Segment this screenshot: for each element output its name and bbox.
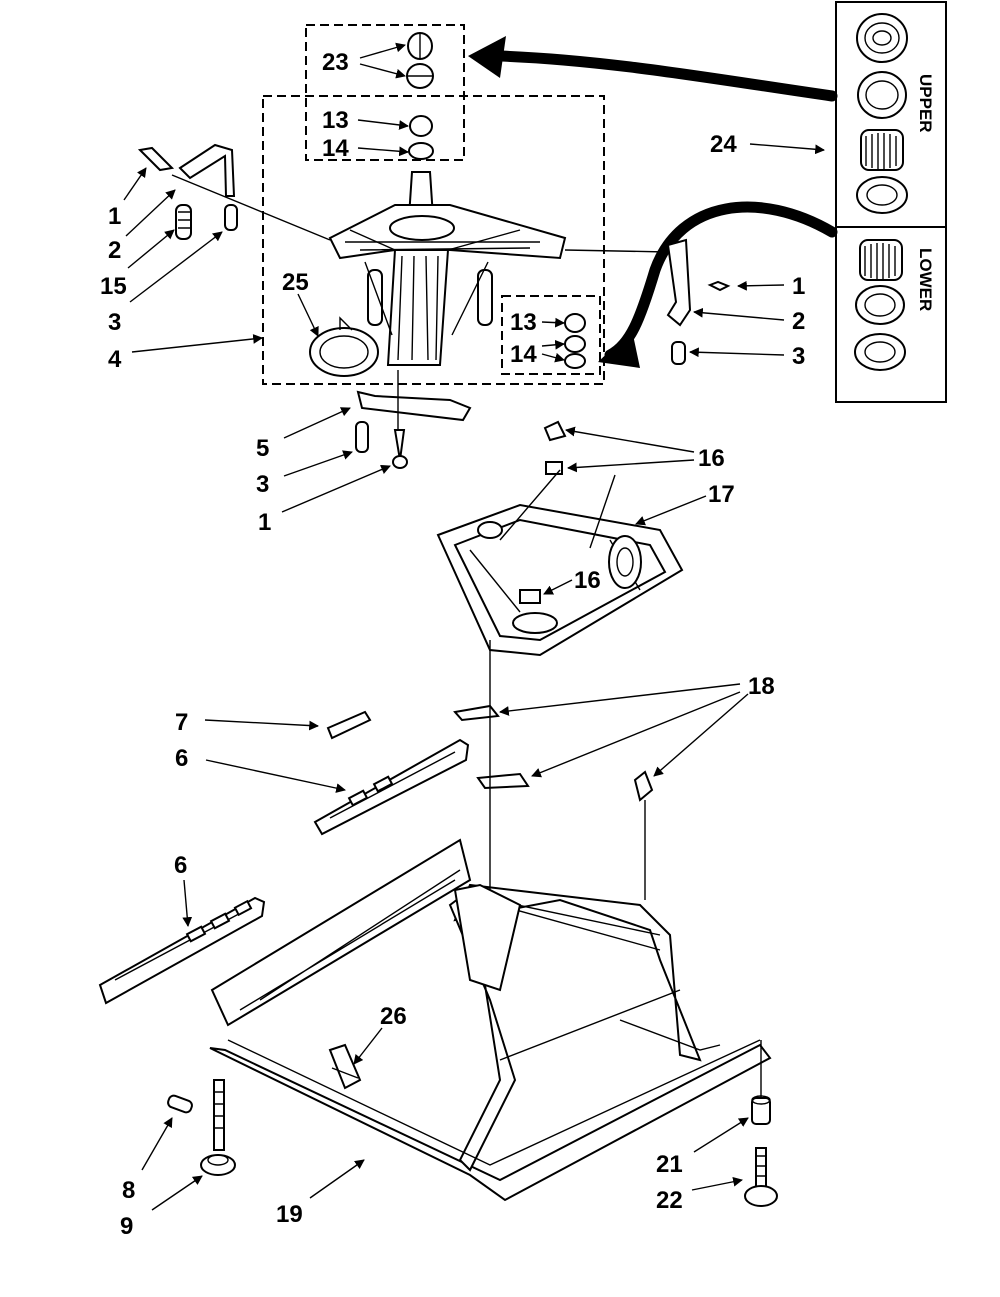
callout-16-upper: 16 xyxy=(698,445,725,472)
upper-seal-1 xyxy=(856,13,908,63)
left-bracket-group xyxy=(137,143,331,241)
kit-lower-label: LOWER xyxy=(916,248,935,311)
callout-7: 7 xyxy=(175,709,188,736)
callout-3-left: 3 xyxy=(108,309,121,336)
callout-13-side: 13 xyxy=(510,309,537,336)
callout-8: 8 xyxy=(122,1177,135,1204)
lower-washer xyxy=(854,333,906,371)
part-14-seal-side-a xyxy=(564,335,586,353)
part-16-clip-c xyxy=(519,589,541,604)
part-18-clip-a xyxy=(453,704,500,722)
callout-17: 17 xyxy=(708,481,735,508)
callout-16-lower: 16 xyxy=(574,567,601,594)
kit-panel: UPPER LOWER xyxy=(835,1,947,403)
side-bearing-box xyxy=(501,295,601,375)
kit-upper-label: UPPER xyxy=(916,74,935,133)
kit-arrow-upper-head xyxy=(468,36,506,78)
callout-2-right: 2 xyxy=(792,308,805,335)
callout-2-left: 2 xyxy=(108,237,121,264)
callout-23: 23 xyxy=(322,49,349,76)
part-17-frame xyxy=(436,503,684,657)
part-9-foot xyxy=(200,1079,236,1176)
part-23-nut-upper xyxy=(407,32,433,60)
callout-13-top: 13 xyxy=(322,107,349,134)
kit-arrow-lower-head xyxy=(598,330,640,368)
callout-14-top: 14 xyxy=(322,135,349,162)
part-21-bushing xyxy=(751,1095,771,1125)
callout-6-upper: 6 xyxy=(175,745,188,772)
part-16-clip-b xyxy=(545,461,563,475)
callout-4: 4 xyxy=(108,346,122,373)
part-8-pin xyxy=(167,1094,193,1114)
upper-washer xyxy=(856,176,908,214)
kit-panel-lower xyxy=(835,226,947,403)
part-14-seal-side-b xyxy=(564,353,586,369)
callout-21: 21 xyxy=(656,1151,683,1178)
part-26-clip xyxy=(328,1043,362,1090)
part-16-clip-a xyxy=(543,420,567,442)
transmission-spider xyxy=(328,171,567,366)
callout-1-left: 1 xyxy=(108,203,121,230)
callout-24: 24 xyxy=(710,131,737,158)
part-18-clip-c xyxy=(633,770,654,802)
callout-1-right: 1 xyxy=(792,273,805,300)
upper-seal-2 xyxy=(857,71,907,119)
callout-3-right: 3 xyxy=(792,343,805,370)
callout-25: 25 xyxy=(282,269,309,296)
lower-bearing xyxy=(859,239,903,281)
callout-9: 9 xyxy=(120,1213,133,1240)
callout-18: 18 xyxy=(748,673,775,700)
part-18-clip-b xyxy=(476,772,530,790)
upper-bearing xyxy=(860,129,904,171)
callout-19: 19 xyxy=(276,1201,303,1228)
bearing-kit-box xyxy=(305,24,465,161)
callout-6-lower: 6 xyxy=(174,852,187,879)
callout-26: 26 xyxy=(380,1003,407,1030)
lower-seal xyxy=(855,285,905,325)
lower-bracket-group xyxy=(355,370,472,469)
callout-22: 22 xyxy=(656,1187,683,1214)
callout-3-lower: 3 xyxy=(256,471,269,498)
callout-14-side: 14 xyxy=(510,341,537,368)
part-23-nut-lower xyxy=(406,63,434,89)
part-7-clip xyxy=(326,710,372,740)
callout-5: 5 xyxy=(256,435,269,462)
callout-15: 15 xyxy=(100,273,127,300)
part-6-strip-upper xyxy=(313,738,470,836)
part-6-strip-lower xyxy=(98,896,266,1005)
callout-1-lower: 1 xyxy=(258,509,271,536)
part-22-foot xyxy=(744,1147,778,1207)
transmission-assembly-box xyxy=(262,95,605,385)
part-13-bearing-top xyxy=(409,115,433,137)
leader-lines xyxy=(123,42,825,1211)
part-13-bearing-side xyxy=(564,313,586,333)
part-16-connector-line xyxy=(499,469,616,549)
part-19-base xyxy=(209,640,772,1202)
part-14-seal-top xyxy=(408,142,434,160)
part-25-seal xyxy=(309,316,379,377)
kit-arrow-upper xyxy=(494,50,838,102)
right-bracket-group xyxy=(564,238,731,365)
